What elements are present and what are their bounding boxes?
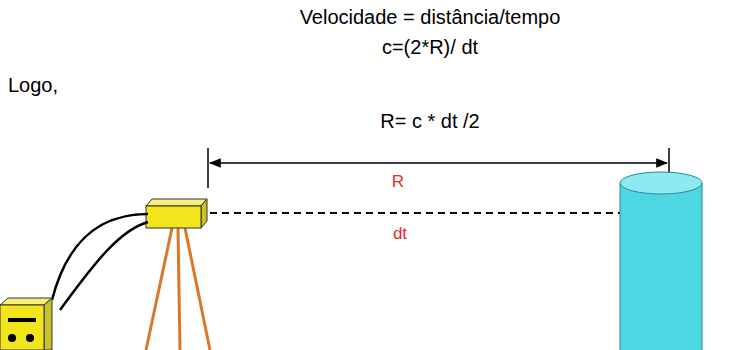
formula-text: Velocidade = distância/tempo: [300, 6, 561, 29]
formula-text: c=(2*R)/ dt: [382, 36, 478, 59]
formula-text: R= c * dt /2: [380, 110, 480, 133]
signal-path: [210, 212, 664, 214]
instrument-box: [146, 199, 207, 228]
note-text: Logo,: [8, 74, 58, 97]
tripod: [146, 228, 210, 350]
dimension-line: [208, 148, 669, 188]
dimension-label: R: [392, 172, 404, 192]
target-cylinder: [620, 172, 702, 350]
controller-unit: [0, 298, 52, 350]
signal-label: dt: [393, 224, 407, 244]
cable: [52, 214, 148, 310]
